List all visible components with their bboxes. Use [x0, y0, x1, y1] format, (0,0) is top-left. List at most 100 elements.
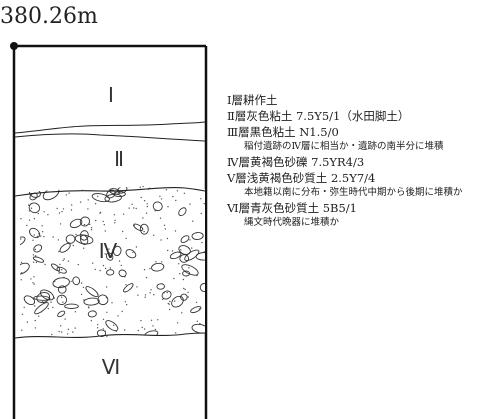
legend-layer-5-note: 本地籍以南に分布・弥生時代中期から後期に堆積か [244, 187, 463, 198]
gravel-sand-dot [149, 267, 151, 270]
gravel-pebble [180, 235, 190, 243]
gravel-sand-dot [64, 318, 66, 320]
gravel-sand-dot [34, 319, 36, 322]
gravel-sand-dot [165, 189, 168, 191]
gravel-sand-dot [198, 186, 201, 188]
gravel-sand-dot [108, 248, 110, 250]
gravel-sand-dot [90, 229, 93, 231]
datum-point [10, 42, 18, 50]
gravel-sand-dot [140, 319, 142, 322]
gravel-sand-dot [58, 272, 60, 274]
gravel-sand-dot [81, 188, 83, 190]
gravel-sand-dot [155, 261, 157, 263]
gravel-sand-dot [124, 276, 126, 278]
gravel-sand-dot [111, 302, 113, 304]
gravel-sand-dot [175, 199, 177, 202]
gravel-sand-dot [176, 190, 179, 192]
gravel-sand-dot [70, 280, 72, 283]
gravel-sand-dot [167, 249, 169, 252]
gravel-sand-dot [114, 222, 116, 224]
gravel-sand-dot [103, 224, 106, 226]
gravel-sand-dot [154, 210, 156, 212]
gravel-sand-dot [21, 329, 23, 331]
gravel-sand-dot [26, 321, 29, 323]
gravel-sand-dot [74, 327, 76, 329]
gravel-sand-dot [203, 203, 205, 205]
gravel-sand-dot [175, 332, 177, 334]
gravel-sand-dot [105, 286, 108, 288]
gravel-sand-dot [159, 217, 162, 219]
legend-layer-1: Ⅰ層耕作土 [227, 93, 278, 107]
gravel-pebble [41, 185, 56, 190]
gravel-sand-dot [30, 278, 32, 280]
gravel-pebble [51, 263, 61, 272]
gravel-sand-dot [113, 214, 116, 216]
gravel-sand-dot [89, 223, 91, 226]
gravel-sand-dot [94, 203, 97, 205]
gravel-sand-dot [166, 291, 168, 294]
gravel-pebble [33, 295, 51, 301]
gravel-sand-dot [75, 233, 77, 236]
gravel-sand-dot [146, 205, 148, 208]
gravel-sand-dot [183, 287, 185, 290]
gravel-sand-dot [99, 269, 101, 272]
gravel-sand-dot [19, 306, 20, 307]
gravel-sand-dot [196, 274, 198, 277]
legend-layer-3: Ⅲ層黒色粘土 N1.5/0 [227, 125, 339, 139]
gravel-sand-dot [174, 300, 176, 302]
gravel-sand-dot [145, 276, 148, 279]
gravel-sand-dot [27, 204, 30, 206]
gravel-sand-dot [183, 192, 186, 194]
gravel-pebble [52, 277, 70, 289]
gravel-sand-dot [104, 253, 106, 255]
gravel-sand-dot [199, 322, 201, 325]
gravel-pebble [179, 254, 190, 263]
gravel-pebble [139, 223, 149, 235]
gravel-sand-dot [72, 331, 74, 333]
gravel-sand-dot [71, 204, 73, 206]
gravel-sand-dot [60, 296, 63, 298]
gravel-sand-dot [79, 201, 82, 203]
gravel-sand-dot [40, 235, 42, 237]
gravel-sand-dot [23, 306, 25, 308]
gravel-sand-dot [67, 260, 70, 262]
gravel-sand-dot [200, 336, 203, 338]
column-border [12, 44, 208, 419]
gravel-sand-dot [34, 255, 37, 257]
gravel-pebble [184, 249, 200, 262]
gravel-sand-dot [83, 247, 85, 249]
gravel-sand-dot [77, 263, 80, 266]
gravel-sand-dot [168, 303, 170, 305]
gravel-sand-dot [83, 223, 86, 226]
gravel-sand-dot [20, 213, 21, 215]
gravel-sand-dot [122, 213, 125, 215]
legend-layer-2: Ⅱ層灰色粘土 7.5Y5/1（水田脚土） [227, 109, 410, 123]
gravel-sand-dot [152, 325, 154, 327]
gravel-sand-dot [200, 212, 202, 215]
gravel-pebble [96, 329, 107, 337]
legend-layer-6-note: 縄文時代晩器に堆積か [244, 217, 340, 228]
gravel-pebble [97, 294, 109, 306]
gravel-sand-dot [67, 328, 70, 330]
gravel-sand-dot [142, 185, 144, 188]
gravel-sand-dot [33, 218, 36, 220]
gravel-sand-dot [57, 239, 60, 241]
gravel-sand-dot [90, 320, 93, 322]
gravel-sand-dot [58, 250, 60, 253]
gravel-sand-dot [195, 301, 198, 304]
gravel-sand-dot [203, 251, 205, 253]
gravel-sand-dot [196, 320, 198, 322]
gravel-sand-dot [145, 212, 148, 214]
gravel-sand-dot [96, 327, 99, 329]
gravel-pebble [123, 283, 134, 293]
legend-layer-4: Ⅳ層黄褐色砂礫 7.5YR4/3 [227, 155, 365, 169]
gravel-pebble [181, 264, 199, 276]
gravel-sand-dot [59, 263, 61, 266]
gravel-sand-dot [189, 203, 191, 205]
gravel-sand-dot [161, 261, 163, 263]
gravel-sand-dot [61, 331, 63, 333]
gravel-sand-dot [26, 224, 28, 227]
gravel-sand-dot [126, 304, 128, 306]
gravel-sand-dot [83, 299, 85, 301]
